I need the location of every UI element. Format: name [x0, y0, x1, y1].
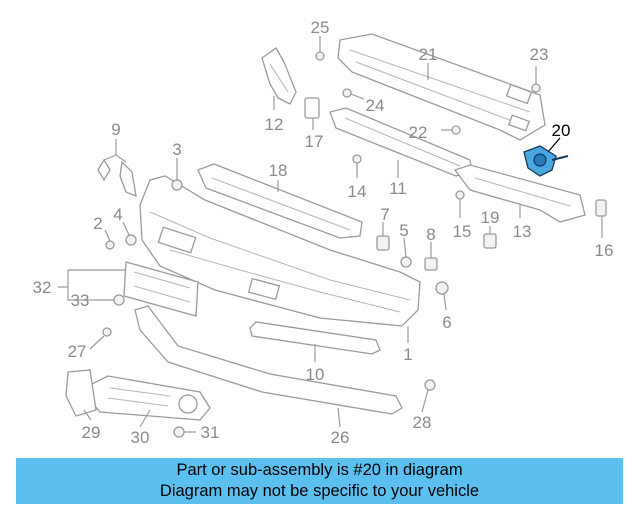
grille-10 [249, 321, 381, 355]
callout-13: 13 [513, 222, 532, 241]
callout-9: 9 [111, 120, 120, 139]
callout-17: 17 [305, 132, 324, 151]
banner-line-1: Part or sub-assembly is #20 in diagram [176, 461, 463, 479]
callout-5: 5 [399, 221, 408, 240]
callout-30: 30 [131, 428, 150, 447]
callout-12: 12 [265, 115, 284, 134]
callout-3: 3 [172, 140, 181, 159]
callout-21: 21 [419, 45, 438, 64]
callout-22: 22 [409, 123, 428, 142]
callout-19: 19 [481, 208, 500, 227]
callout-27: 27 [68, 342, 87, 361]
callout-10: 10 [306, 365, 325, 384]
part-20-highlighted [523, 145, 569, 177]
callout-28: 28 [413, 413, 432, 432]
energy-absorber [329, 107, 473, 177]
fog-cover-29 [65, 369, 97, 417]
bumper-cover [139, 175, 421, 327]
callout-7: 7 [380, 205, 389, 224]
callout-15: 15 [453, 222, 472, 241]
callout-14: 14 [348, 182, 367, 201]
callout-6: 6 [442, 313, 451, 332]
callout-23: 23 [530, 45, 549, 64]
molding-26 [134, 305, 403, 415]
leader-lines [58, 36, 603, 433]
callout-31: 31 [201, 423, 220, 442]
callout-24: 24 [366, 96, 385, 115]
callout-16: 16 [595, 241, 614, 260]
bracket-13 [453, 164, 586, 223]
callout-1: 1 [403, 345, 412, 364]
callout-8: 8 [426, 225, 435, 244]
callout-18: 18 [269, 161, 288, 180]
callout-33: 33 [71, 291, 90, 310]
callout-labels: 25 21 23 24 22 20 12 17 9 3 18 14 11 7 1… [33, 18, 614, 447]
banner-line-2: Diagram may not be specific to your vehi… [159, 482, 480, 500]
callout-4: 4 [113, 205, 122, 224]
license-bracket [123, 261, 199, 317]
reinforcement-bar [337, 33, 546, 141]
bracket-12 [261, 47, 297, 105]
callout-29: 29 [82, 423, 101, 442]
callout-25: 25 [311, 18, 330, 37]
clip-17 [304, 97, 320, 119]
callout-11: 11 [389, 179, 407, 198]
callout-20: 20 [552, 121, 571, 140]
callout-32: 32 [33, 278, 52, 297]
callout-26: 26 [331, 428, 350, 447]
info-banner: Part or sub-assembly is #20 in diagram D… [16, 458, 623, 504]
callout-2: 2 [93, 214, 102, 233]
